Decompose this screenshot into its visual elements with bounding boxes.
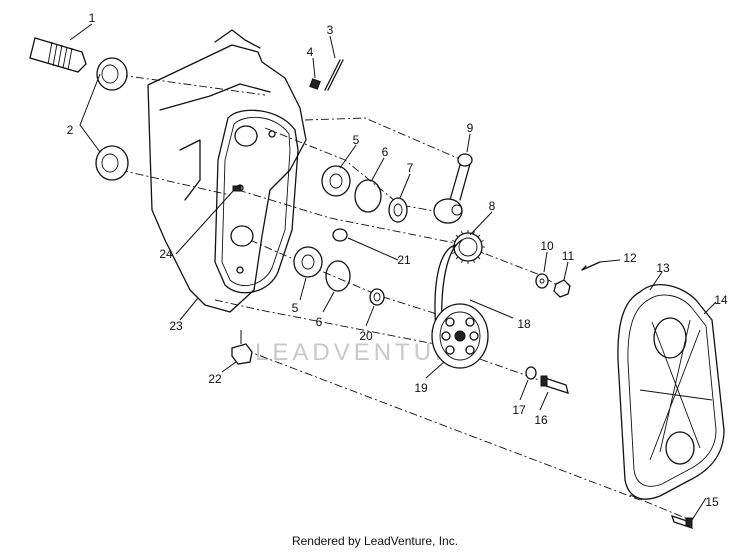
callout-17: 17 <box>512 403 526 417</box>
sprocket-tooth <box>455 256 459 260</box>
callout-15: 15 <box>705 495 719 509</box>
callout-22: 22 <box>208 372 222 386</box>
sprocket-tooth <box>480 251 484 254</box>
chaincase-housing <box>147 29 307 313</box>
callout-5-lower: 5 <box>292 301 299 315</box>
callout-10: 10 <box>540 239 554 253</box>
sprocket-tooth <box>477 256 481 260</box>
callout-1: 1 <box>89 11 96 25</box>
callout-13: 13 <box>656 261 670 275</box>
input-shaft-part <box>29 37 87 73</box>
callout-19: 19 <box>414 381 428 395</box>
callout-3: 3 <box>327 23 334 37</box>
sprocket-tooth <box>452 240 456 243</box>
callout-11: 11 <box>562 249 575 263</box>
bolt-washer-parts <box>525 366 569 394</box>
sprocket-tooth <box>461 259 464 263</box>
callout-23: 23 <box>169 319 183 333</box>
sprocket-tooth <box>480 240 484 243</box>
callout-24: 24 <box>159 247 173 261</box>
callout-2: 2 <box>67 123 74 137</box>
tensioner-arm-part <box>433 153 473 224</box>
cover-bolt-part <box>670 514 694 530</box>
callout-12: 12 <box>623 251 637 265</box>
callout-20: 20 <box>359 329 373 343</box>
ring-parts <box>325 179 408 306</box>
sprocket-tooth <box>461 231 464 235</box>
callout-6-upper: 6 <box>382 145 389 159</box>
callout-6-lower: 6 <box>316 315 323 329</box>
render-credit: Rendered by LeadVenture, Inc. <box>291 534 459 548</box>
callout-9: 9 <box>467 121 474 135</box>
callout-18: 18 <box>517 317 531 331</box>
chaincase-cover-part <box>617 284 725 500</box>
drain-plug-part <box>231 330 253 365</box>
callout-7: 7 <box>407 161 414 175</box>
sprocket-tooth <box>472 231 475 235</box>
alignment-lines <box>119 74 691 521</box>
washer-nut-pin-parts <box>535 261 601 298</box>
seal-parts <box>95 57 129 181</box>
sprocket-tooth <box>452 251 456 254</box>
bearing-parts <box>293 165 351 278</box>
callout-5-upper: 5 <box>353 133 360 147</box>
leader-lines <box>69 23 717 521</box>
callout-21: 21 <box>397 253 411 267</box>
sprocket-tooth <box>477 234 481 238</box>
large-sprocket-part <box>431 303 489 369</box>
callout-labels: 1 2 3 4 5 5 6 6 7 8 9 10 11 12 13 14 15 … <box>67 11 728 509</box>
bolt-parts <box>309 59 344 91</box>
callout-14: 14 <box>714 293 728 307</box>
bushing-parts <box>232 185 348 242</box>
callout-4: 4 <box>307 45 314 59</box>
small-sprocket-part <box>451 230 485 264</box>
callout-8: 8 <box>489 199 496 213</box>
sprocket-tooth <box>455 234 459 238</box>
sprocket-tooth <box>472 259 475 263</box>
callout-16: 16 <box>534 413 548 427</box>
